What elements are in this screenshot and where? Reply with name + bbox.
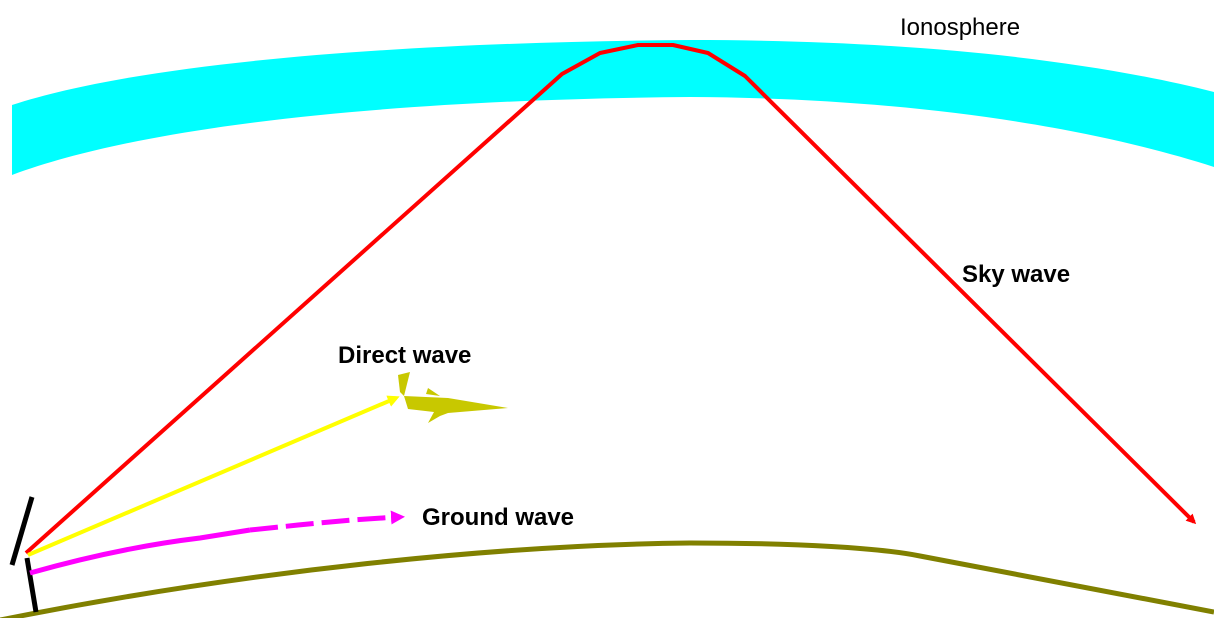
sky-wave-path bbox=[24, 43, 1197, 555]
direct-wave-path bbox=[27, 395, 400, 557]
direct-wave-label: Direct wave bbox=[338, 342, 472, 369]
ground-line bbox=[0, 540, 1214, 618]
aircraft-icon bbox=[398, 372, 508, 423]
ground-wave-path-solid bbox=[29, 527, 251, 576]
ground-wave-path-dashed bbox=[249, 510, 405, 533]
ionosphere-band bbox=[12, 40, 1214, 175]
ionosphere-label: Ionosphere bbox=[900, 14, 1021, 41]
ground-wave-label: Ground wave bbox=[422, 504, 575, 531]
antenna-icon bbox=[9, 496, 39, 613]
sky-wave-label: Sky wave bbox=[962, 261, 1071, 288]
